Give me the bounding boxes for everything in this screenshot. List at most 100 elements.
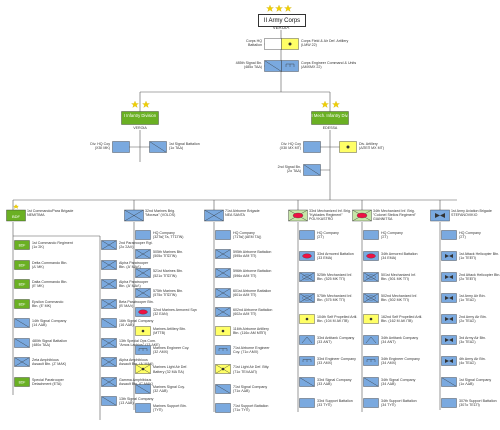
aviation-unit-symbol-4 [441,314,457,324]
mech33-unit-symbol-8 [299,398,315,408]
commando1-unit-symbol-5 [14,337,30,348]
brigade-4-name: 34th Mechanized Inf. Brig. "Colonel Stel… [373,209,416,222]
mech34-unit-symbol-4 [363,314,379,324]
mech34-unit-label-3: 502nd Mechanized Inf. Btn. (502 MK TΠ) [381,294,418,303]
mech34-unit-label-6: 34th Engineer Company (34 ΛΜΧ) [381,357,420,366]
svg-text:BDF: BDF [19,263,26,267]
brigade-2-name: 71st Airborne Brigade NEA SANTA [225,209,260,218]
field-artillery-symbol [281,38,299,50]
svg-text:BDF: BDF [19,380,26,384]
marines-unit-symbol-1 [135,249,151,259]
commando1-unit-label-2: Dalta Commando Btn. (Ε' MK) [32,280,68,289]
mech-hq-coy-label: Div. HQ Coy (X3II MX MT) [279,142,301,151]
commando2-unit-label-6: Alpha Amphibious Assault Btn. (A' MAK) [119,358,154,367]
commando2-unit-label-7: Gamma Amphibious Assault Btn. (Γ' MAK) [119,377,154,386]
airborne-unit-label-5: 116th Airborne Artillery Btn. (116o ΑΜ Μ… [233,327,269,336]
airborne-unit-label-3: 601st Airborne Battalion (601o A/M TΠ) [233,288,272,297]
aviation-unit-symbol-2 [441,272,457,282]
aviation-unit-label-8: 307th Support Battalion (307o TΕΣΠ) [459,399,497,408]
airborne-unit-symbol-2 [215,268,231,279]
mech33-unit-label-1: 33rd Armored Battalion (33 ΕΜΑ) [317,252,354,261]
mech-div-stars-icon [321,100,340,108]
mech33-unit-label-3: 575th Mechanized Inf. Btn. (575 MK TΠ) [317,294,353,303]
marines-unit-symbol-5 [135,326,151,336]
commando1-unit-symbol-3: BDF [14,298,30,309]
corps-location: VEROIA [272,25,290,30]
airborne-unit-label-0: HQ Company (71Ταξ (ΑΕΜ TA)) [233,231,262,240]
mech33-unit-label-6: 33rd Engineer Company (33 ΛΜΧ) [317,357,356,366]
mech34-unit-label-0: HQ Company (ΣΤ) [381,231,403,240]
svg-text:BDF: BDF [19,302,26,306]
infantry-div-stars-icon [131,100,150,108]
mech33-unit-symbol-5 [299,335,315,345]
mech34-unit-symbol-0 [363,230,379,240]
brigade-3-name: 33rd Mechanized Inf. Brig. "Kyklades Reg… [309,209,351,222]
airborne-unit-label-6: 71st Airborne Engineer Coy. (71o ΛΜΧ) [233,346,270,355]
mech34-unit-label-2: 501st Mechanized Inf. Btn. (501 MK TΠ) [381,273,417,282]
engineer-label: Corps Engineer Command & Units (ΔMXMX 22… [301,61,357,70]
commando2-unit-symbol-4 [101,318,117,328]
mech-div-symbol [311,111,349,125]
marines-brigade-symbol [124,209,144,222]
aviation-unit-symbol-8 [441,398,457,408]
corps-title: II Army Corps [258,14,306,27]
mech33-unit-symbol-1 [299,251,315,261]
marines-unit-symbol-7 [135,364,151,375]
marines-unit-symbol-0 [135,230,151,240]
commando-brigade-symbol: BDF [6,204,26,222]
commando1-unit-symbol-2: BDF [14,279,30,289]
mech34-unit-label-4: 162nd Self Propelled Artil. Btn. (162 M … [381,315,423,324]
commando2-unit-symbol-5 [101,337,117,348]
marines-unit-label-5: Marines Artillery Btn. (MTTB) [153,327,186,336]
mech-signal-label: 2nd Signal Bn. (2o TAΔ) [277,165,301,174]
commando2-unit-symbol-1 [101,259,117,270]
svg-text:BDF: BDF [19,244,26,248]
commando1-unit-symbol-4 [14,318,30,328]
mech33-unit-symbol-6 [299,356,315,366]
aviation-unit-label-2: 2nd Attack Helicopter Btn. (2o TΕΕΠ) [459,273,500,282]
marines-unit-symbol-8 [135,383,151,394]
mech34-brigade-symbol [352,209,372,222]
mech33-unit-label-2: 525th Mechanized Inf. Btn. (525 MK TΠ) [317,273,353,282]
airborne-unit-symbol-7 [215,364,231,375]
marines-unit-label-8: Marines Signal Coy. (32 ΛΔΒ) [153,384,185,393]
commando1-unit-symbol-0: BDF [14,240,30,250]
field-artillery-label: Corps Field & Air Def. Artillery (LMW 22… [301,39,349,48]
aviation-unit-symbol-0 [441,230,457,240]
commando2-unit-label-2: Alpha Paratrooper Btn. (A' MAΛ) [119,280,149,289]
commando1-unit-label-7: Special Paratrooper Detachment (ETA) [32,377,64,386]
mech34-unit-label-7: 34th Signal Company (34 ΛΔΒ) [381,378,416,387]
mech34-unit-symbol-7 [363,377,379,387]
commando1-unit-label-4: 14th Signal Company (14 ΛΔΒ) [32,319,67,328]
inf-signal-label: 1st Signal Battalion (1o TAΔ) [169,142,200,151]
brigade-0-name: 1st Commando/Para Brigade NEMITIMA [27,209,74,218]
mech34-unit-symbol-2 [363,272,379,282]
mech33-unit-label-4: 104th Self Propelled Artil. Btn. (104 M … [317,315,358,324]
brigade-5-name: 1st Army Aviation Brigade STEFANOVIKIO [451,209,492,218]
airborne-unit-symbol-8 [215,383,231,394]
mech33-brigade-symbol [288,209,308,222]
commando2-unit-symbol-7 [101,376,117,387]
mech-div-location: EDESSA [322,126,338,130]
marines-unit-symbol-2 [135,268,151,279]
inf-hq-coy-symbol [112,141,130,153]
mech-artillery-symbol [339,141,357,153]
mech33-unit-label-5: 33rd Antitank Company (33 ΑΝΤ) [317,336,355,345]
commando1-unit-label-3: Epsilon Commando Btn. (E' MK) [32,299,64,308]
mech33-unit-symbol-0 [299,230,315,240]
commando2-unit-label-0: 2nd Paratrooper Rgt. (2o ΣΑΛ) [119,241,153,250]
aviation-unit-symbol-6 [441,356,457,366]
aviation-unit-symbol-1 [441,251,457,261]
aviation-unit-label-6: 4th Army Air Btn. (4o TEAΣ) [459,357,486,366]
mech-artillery-label: Div. Artillery (ΔΠΕΠ MX MT) [359,142,384,151]
mech33-unit-symbol-2 [299,272,315,282]
airborne-unit-label-1: 595th Airborne Battalion (595o A/M TΠ) [233,250,272,259]
commando2-unit-symbol-0 [101,240,117,250]
aviation-unit-symbol-3 [441,293,457,303]
svg-text:BDF: BDF [19,283,26,287]
airborne-unit-symbol-5 [215,326,231,336]
mech-signal-symbol [303,164,321,176]
airborne-unit-label-9: 71st Support Battalion (71o TYΠ) [233,403,269,412]
mech34-unit-symbol-6 [363,356,379,366]
commando1-unit-symbol-1: BDF [14,259,30,270]
